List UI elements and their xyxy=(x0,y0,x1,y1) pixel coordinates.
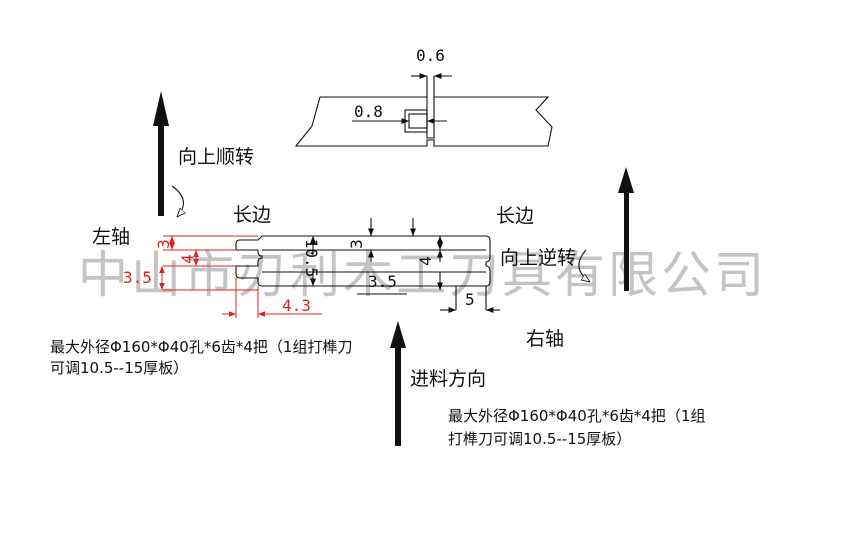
company-watermark: 中山市刃利木工刀具有限公司 xyxy=(78,246,767,304)
label-long-side-left: 长边 xyxy=(233,204,271,226)
label-long-side-right: 长边 xyxy=(496,205,534,227)
note-right-line1: 最大外径Φ160*Φ40孔*6齿*4把（1组 xyxy=(448,407,705,425)
note-right-line2: 打榫刀可调10.5--15厚板） xyxy=(448,430,631,448)
label-up-clockwise: 向上顺转 xyxy=(178,146,254,168)
dim-0-8: 0.8 xyxy=(354,102,383,121)
rotation-arc-icon xyxy=(171,185,183,217)
note-left-line1: 最大外径Φ160*Φ40孔*6齿*4把（1组打榫刀 xyxy=(50,338,352,356)
label-right-axis: 右轴 xyxy=(526,328,564,350)
top-joint-detail: 0.6 0.8 xyxy=(294,46,553,147)
dim-3-5-center: 3.5 xyxy=(368,272,397,291)
label-feed-direction: 进料方向 xyxy=(410,368,486,390)
dim-3-5-left: 3.5 xyxy=(123,268,152,287)
dim-4-right: 4 xyxy=(416,256,435,266)
note-left-line2: 可调10.5--15厚板） xyxy=(50,359,188,377)
label-up-counterclockwise: 向上逆转 xyxy=(500,247,576,269)
dim-10-5: 10.5 xyxy=(302,239,321,278)
left-red-dimensions xyxy=(159,235,322,318)
dim-0-6: 0.6 xyxy=(416,46,445,65)
rotation-arc-icon xyxy=(578,249,590,282)
dim-3-center: 3 xyxy=(347,239,366,249)
dim-5-right: 5 xyxy=(465,290,475,309)
label-left-axis: 左轴 xyxy=(92,226,130,248)
arrow-up-icon xyxy=(153,91,169,216)
arrow-up-icon xyxy=(390,321,406,446)
dim-3-left: 3 xyxy=(154,239,173,249)
dim-4-left: 4 xyxy=(178,254,197,264)
arrow-up-icon xyxy=(618,167,634,291)
dim-4-3-left: 4.3 xyxy=(282,296,311,315)
